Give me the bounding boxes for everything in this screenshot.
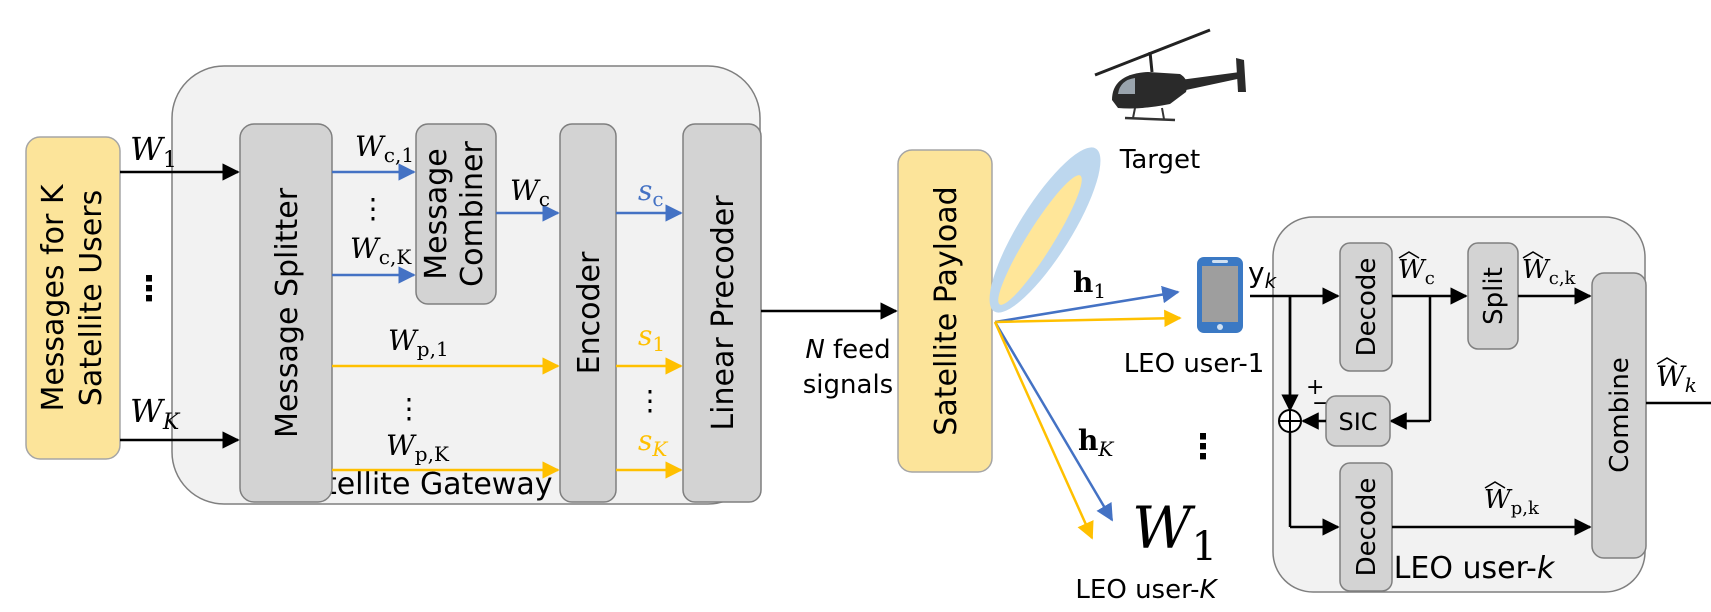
wc-hat-hat	[1398, 251, 1420, 259]
encoder-block	[559, 123, 617, 503]
wc-symbol: Wc	[510, 174, 550, 211]
wck-symbol: Wc,K	[350, 232, 412, 269]
linear-precoder-block	[682, 123, 762, 503]
messages-block	[25, 136, 121, 460]
message-combiner-label-line1: Message	[419, 148, 454, 279]
private-dots: ⋮	[395, 392, 423, 425]
encoder-label: Encoder	[572, 251, 607, 374]
wc-hat-symbol: Wc	[1398, 255, 1435, 289]
wp1-symbol: Wp,1	[388, 324, 449, 361]
n-feed-label-line2: signals	[803, 370, 893, 400]
wpk-symbol: Wp,K	[386, 429, 450, 466]
satellite-payload-block	[897, 149, 993, 473]
message-combiner-label-line2: Combiner	[455, 140, 490, 286]
middle-dots: ⋮	[1186, 427, 1220, 467]
leo-user-1-label: LEO user-1	[1124, 349, 1265, 379]
decode-bottom-label: Decode	[1352, 478, 1382, 577]
hk-symbol: hK	[1078, 424, 1114, 461]
n-feed-label-line1: N feed	[805, 335, 890, 365]
message-splitter-block	[239, 123, 333, 503]
user-k-w1-glyph: W1	[1132, 494, 1217, 570]
wck-hat-symbol: Wc,k	[1522, 255, 1577, 289]
encoder-dots: ⋮	[636, 384, 664, 417]
splitter-dots-top: ⋮	[359, 192, 387, 225]
combine-block	[1591, 272, 1647, 559]
wck-hat-hat	[1522, 251, 1544, 259]
messages-label-line1: Messages for K	[36, 183, 71, 411]
h1-orange-arrow	[994, 309, 1182, 328]
left-dots: ⋮	[132, 269, 166, 309]
split-label: Split	[1479, 267, 1509, 325]
hk-orange-arrow	[993, 321, 1094, 540]
wpk-hat-symbol: Wp,k	[1484, 485, 1540, 519]
sc-symbol: sc	[638, 174, 664, 211]
wpk-hat-hat	[1484, 481, 1506, 489]
leo-user-K-label: LEO user-K	[1075, 575, 1218, 605]
helicopter-icon	[1094, 28, 1246, 122]
hk-blue-arrow	[993, 321, 1114, 522]
message-splitter-label: Message Splitter	[270, 187, 305, 438]
h1-symbol: h1	[1073, 266, 1106, 303]
sensing-beam-inner	[998, 175, 1082, 305]
yk-symbol: yk	[1248, 256, 1278, 293]
wk-hat-hat	[1656, 357, 1678, 365]
sk-symbol: sK	[638, 424, 668, 461]
target-label: Target	[1119, 145, 1200, 175]
wk-hat-symbol: Wk	[1656, 360, 1697, 397]
wk-symbol: WK	[130, 392, 181, 435]
decode-top-label: Decode	[1352, 258, 1382, 357]
linear-precoder-label: Linear Precoder	[706, 195, 741, 431]
messages-label-line2: Satellite Users	[74, 190, 109, 406]
leo-user-k-label: LEO user-k	[1394, 551, 1556, 586]
combine-label: Combine	[1605, 357, 1635, 473]
decode-top-block	[1339, 242, 1393, 372]
w1-symbol: W1	[130, 130, 177, 173]
smartphone-icon	[1197, 257, 1243, 333]
wc1-symbol: Wc,1	[355, 130, 414, 167]
plus-sign: +	[1306, 375, 1324, 400]
s1-symbol: s1	[638, 319, 665, 356]
satellite-payload-label: Satellite Payload	[929, 186, 964, 435]
h1-blue-arrow	[994, 285, 1180, 324]
sic-label: SIC	[1338, 408, 1377, 436]
